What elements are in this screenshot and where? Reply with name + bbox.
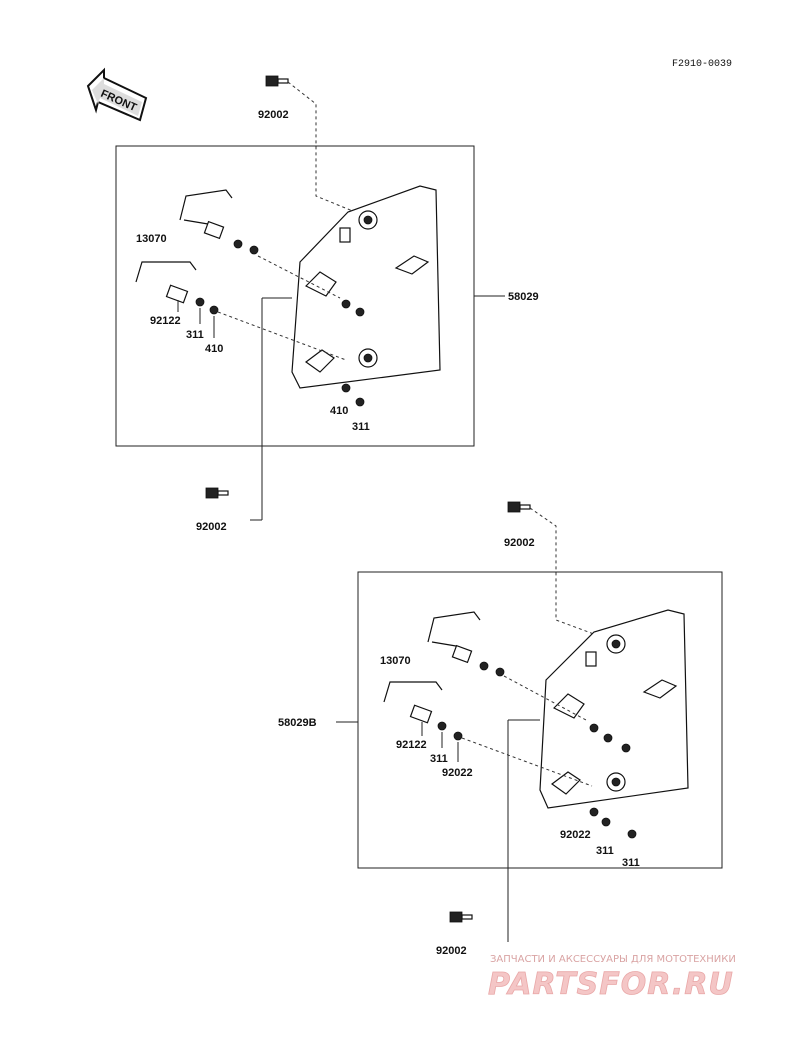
upper-nut-left-label: 410 — [205, 343, 223, 355]
watermark-brand: PARTSFOR.RU — [488, 967, 734, 1002]
lower-collar-label: 92122 — [396, 739, 427, 751]
upper-nut-right-label: 410 — [330, 405, 348, 417]
upper-top-bolt-icon — [265, 75, 289, 87]
lower-plate-tab-icon — [552, 693, 585, 719]
lower-nut-left-label: 92022 — [442, 767, 473, 779]
lower-right-washer-icon — [601, 817, 611, 827]
lower-rod-icon — [427, 611, 481, 643]
lower-nut-right-label: 92022 — [560, 829, 591, 841]
upper-rod-label: 13070 — [136, 233, 167, 245]
lower-assembly-number: 58029B — [278, 717, 317, 729]
lower-washer-left-label: 311 — [430, 753, 448, 765]
front-arrow-icon: FRONT — [86, 67, 148, 122]
upper-rod-icon — [179, 189, 233, 221]
lower-nut-icon — [453, 731, 463, 741]
lower-plate-tab-icon — [550, 771, 581, 795]
lower-assembly: 58029B 92002 13070 — [278, 501, 723, 957]
upper-right-nut-icon — [341, 383, 351, 393]
lower-washer-icon — [437, 721, 447, 731]
upper-collar-icon — [165, 284, 189, 304]
upper-top-bolt-leader — [287, 81, 361, 215]
upper-plate-tab-icon — [394, 255, 430, 275]
upper-washer-left-label: 311 — [186, 329, 204, 341]
upper-bottom-bolt-icon — [205, 487, 229, 499]
upper-plate-tab-icon — [304, 271, 337, 297]
lower-top-bolt-leader — [529, 507, 611, 641]
diagram-code: F2910-0039 — [672, 59, 732, 70]
lower-rod-label: 13070 — [380, 655, 411, 667]
lower-bottom-bolt-label: 92002 — [436, 945, 467, 957]
lower-top-bolt-label: 92002 — [504, 537, 535, 549]
upper-bracket-frame — [115, 145, 475, 447]
lower-top-bolt-icon — [507, 501, 531, 513]
lower-collar-icon — [451, 644, 473, 664]
upper-nut-icon — [209, 305, 219, 315]
watermark-caption: ЗАПЧАСТИ И АКСЕССУАРЫ ДЛЯ МОТОТЕХНИКИ — [490, 954, 736, 965]
upper-mounting-plate — [291, 185, 441, 389]
upper-collar-label: 92122 — [150, 315, 181, 327]
upper-assembly-number: 58029 — [508, 291, 539, 303]
upper-plate-tab-icon — [304, 349, 335, 373]
upper-washer-icon — [195, 297, 205, 307]
upper-rod-icon — [135, 261, 197, 283]
lower-rod-icon — [383, 681, 443, 703]
upper-assembly: 58029 92002 13070 — [115, 75, 539, 533]
lower-mounting-plate — [539, 609, 689, 809]
lower-plate-tab-icon — [642, 679, 678, 699]
upper-collar-icon — [203, 220, 225, 240]
upper-right-washer-icon — [355, 397, 365, 407]
lower-washer-right-a-label: 311 — [596, 845, 614, 857]
upper-bottom-bolt-label: 92002 — [196, 521, 227, 533]
lower-bottom-bolt-icon — [449, 911, 473, 923]
upper-washer-right-label: 311 — [352, 421, 370, 433]
lower-collar-icon — [409, 704, 433, 724]
lower-right-washer-icon — [627, 829, 637, 839]
lower-washer-right-b-label: 311 — [622, 857, 640, 869]
lower-right-nut-icon — [589, 807, 599, 817]
lower-bracket-frame — [357, 571, 723, 869]
upper-top-bolt-label: 92002 — [258, 109, 289, 121]
